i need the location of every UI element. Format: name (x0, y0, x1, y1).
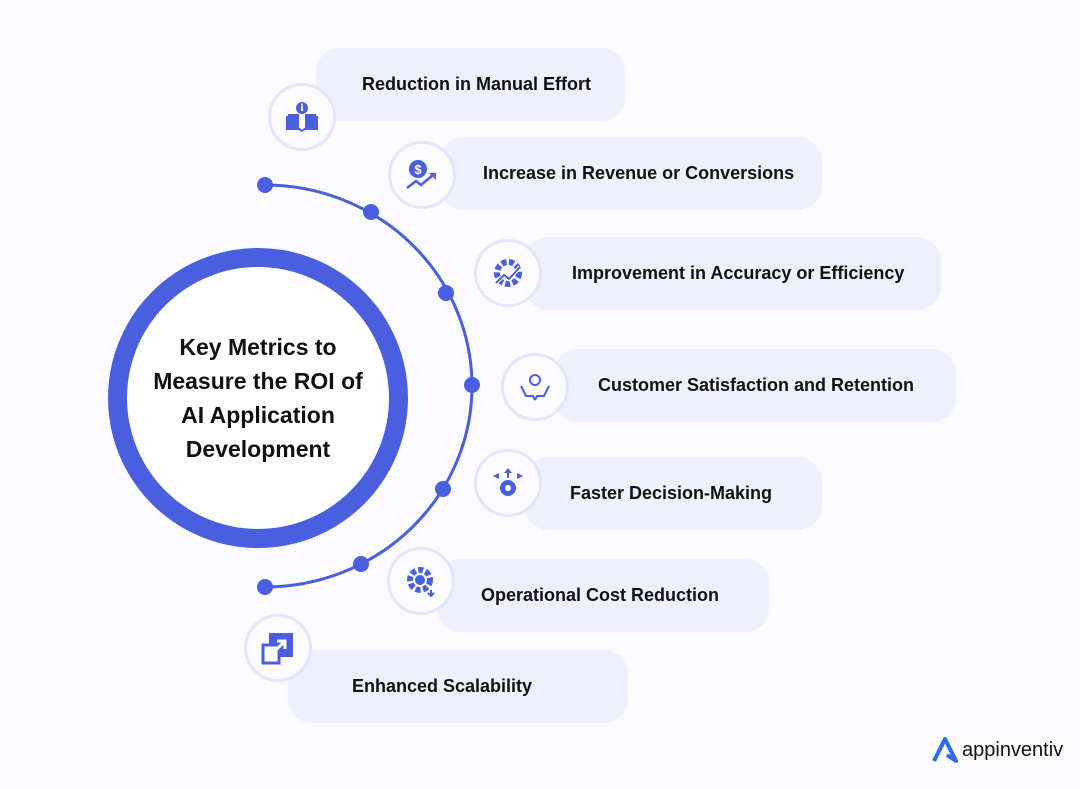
arc-dot (464, 377, 480, 393)
gear-arrows-icon (474, 449, 542, 517)
metric-label: Faster Decision-Making (570, 483, 773, 503)
logo-icon (932, 737, 958, 763)
arc-dot (257, 177, 273, 193)
svg-text:$: $ (414, 162, 422, 177)
metric-card-decision: Faster Decision-Making (525, 457, 822, 530)
arc-dot (257, 579, 273, 595)
metric-label: Operational Cost Reduction (481, 585, 720, 605)
central-circle: Key Metrics to Measure the ROI of AI App… (108, 248, 408, 548)
dollar-growth-icon: $ (388, 141, 456, 209)
gear-cost-icon (387, 547, 455, 615)
metric-card-accuracy: Improvement in Accuracy or Efficiency (525, 237, 941, 310)
metric-card-manual-effort: Reduction in Manual Effort (316, 48, 625, 121)
arc-dot (438, 285, 454, 301)
brand-name: appinventiv (962, 738, 1064, 761)
arc-dot (435, 481, 451, 497)
metric-label: Reduction in Manual Effort (362, 74, 591, 94)
metric-card-scalability: Enhanced Scalability (288, 650, 628, 723)
metric-label: Customer Satisfaction and Retention (598, 375, 915, 395)
brand-logo: appinventiv (932, 737, 1063, 763)
expand-icon (244, 614, 312, 682)
metric-card-customer: Customer Satisfaction and Retention (553, 349, 956, 422)
metric-card-revenue: Increase in Revenue or Conversions (440, 137, 822, 210)
metric-label: Enhanced Scalability (352, 676, 533, 696)
metric-label: Increase in Revenue or Conversions (483, 163, 795, 183)
book-info-icon (268, 83, 336, 151)
page-title: Key Metrics to Measure the ROI of AI App… (153, 334, 363, 462)
arc-dot (353, 556, 369, 572)
metric-label: Improvement in Accuracy or Efficiency (572, 263, 905, 283)
metric-card-cost: Operational Cost Reduction (437, 559, 769, 632)
gear-trend-icon (474, 239, 542, 307)
hands-care-icon (501, 353, 569, 421)
arc-dot (363, 204, 379, 220)
